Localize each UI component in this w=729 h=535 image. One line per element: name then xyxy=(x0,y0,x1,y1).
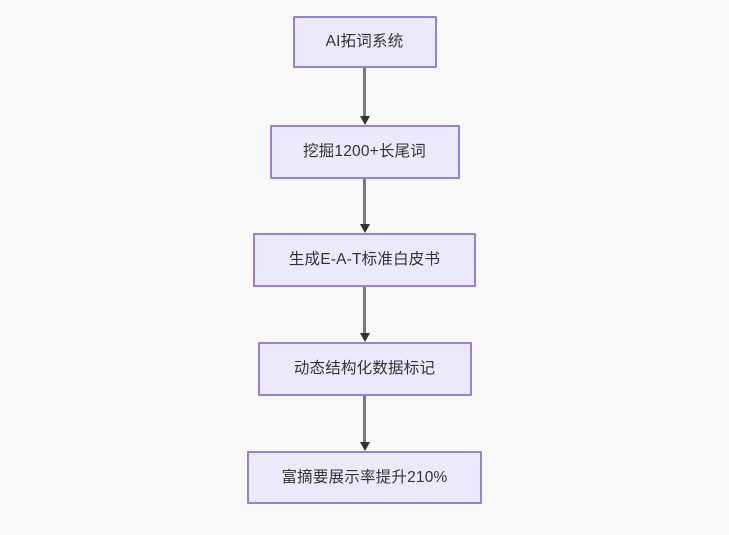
flow-node-label: 挖掘1200+长尾词 xyxy=(302,143,427,161)
down-arrow-icon xyxy=(359,442,370,451)
flow-node-dynamic-structured-data-markup[interactable]: 动态结构化数据标记 xyxy=(257,342,472,396)
flow-node-label: 生成E-A-T标准白皮书 xyxy=(288,251,441,269)
flow-node-label: 富摘要展示率提升210% xyxy=(281,468,448,486)
edge-line xyxy=(363,287,366,334)
edge-line xyxy=(363,68,366,117)
down-arrow-icon xyxy=(359,333,370,342)
flow-node-ai-keyword-system[interactable]: AI拓词系统 xyxy=(292,16,437,68)
flow-edge-2 xyxy=(358,179,372,233)
flow-edge-4 xyxy=(358,396,372,451)
flow-node-mine-longtail-keywords[interactable]: 挖掘1200+长尾词 xyxy=(269,125,460,179)
down-arrow-icon xyxy=(359,224,370,233)
flow-edge-3 xyxy=(358,287,372,342)
flow-node-label: 动态结构化数据标记 xyxy=(293,360,436,378)
flow-edge-1 xyxy=(358,68,372,125)
edge-line xyxy=(363,396,366,443)
flow-node-label: AI拓词系统 xyxy=(325,33,404,51)
down-arrow-icon xyxy=(359,116,370,125)
flow-node-generate-eat-whitepaper[interactable]: 生成E-A-T标准白皮书 xyxy=(253,233,476,287)
flow-node-rich-snippet-impression-uplift[interactable]: 富摘要展示率提升210% xyxy=(247,451,482,504)
edge-line xyxy=(363,179,366,225)
